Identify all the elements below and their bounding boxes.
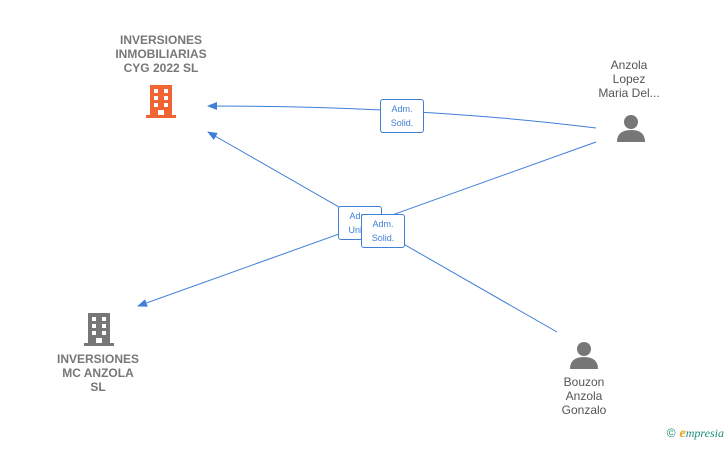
- person-icon[interactable]: [616, 113, 646, 143]
- empresia-watermark[interactable]: ©empresia: [667, 426, 724, 442]
- label-line: Anzola: [610, 58, 648, 72]
- brand-initial: e: [679, 426, 686, 441]
- edge-label-line: Adm.: [372, 219, 394, 229]
- label-line: MC ANZOLA: [62, 366, 134, 380]
- label-line: INMOBILIARIAS: [115, 47, 207, 61]
- label-line: SL: [90, 380, 106, 394]
- label-line: Anzola: [565, 389, 603, 403]
- edge-label-line: Adm.: [391, 104, 413, 114]
- edge-label-adm-solid-mid[interactable]: Adm. Solid.: [361, 214, 405, 248]
- label-line: Maria Del...: [598, 86, 660, 100]
- label-line: Bouzon: [563, 375, 605, 389]
- node-label-inversiones-cyg[interactable]: INVERSIONES INMOBILIARIAS CYG 2022 SL: [96, 33, 226, 75]
- edge-label-line: Solid.: [371, 233, 395, 243]
- copyright-symbol: ©: [666, 426, 676, 440]
- edge-label-line: Unico: [348, 225, 372, 235]
- edge-label-adm-solid-top[interactable]: Adm. Solid.: [380, 99, 424, 133]
- label-line: Lopez: [612, 72, 646, 86]
- edge-label-line: Solid.: [390, 118, 414, 128]
- label-line: Gonzalo: [561, 403, 607, 417]
- person-icon[interactable]: [569, 340, 599, 370]
- label-line: INVERSIONES: [56, 352, 140, 366]
- building-icon[interactable]: [82, 311, 116, 347]
- label-line: CYG 2022 SL: [123, 61, 199, 75]
- edge-label-line: Adm.: [349, 211, 371, 221]
- node-label-bouzon-anzola[interactable]: Bouzon Anzola Gonzalo: [539, 375, 629, 417]
- node-label-anzola-lopez[interactable]: Anzola Lopez Maria Del...: [584, 58, 674, 100]
- node-label-inversiones-mc[interactable]: INVERSIONES MC ANZOLA SL: [38, 352, 158, 394]
- brand-name: mpresia: [685, 426, 724, 440]
- label-line: INVERSIONES: [119, 33, 203, 47]
- building-icon[interactable]: [144, 83, 178, 119]
